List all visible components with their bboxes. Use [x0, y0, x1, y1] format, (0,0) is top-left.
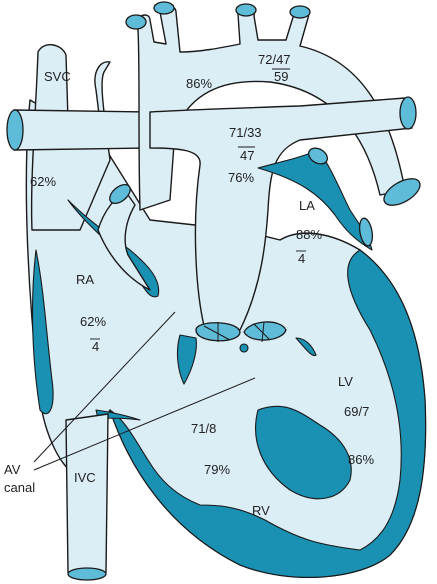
left-pulmonary-cap	[399, 96, 417, 130]
lv-label: LV	[338, 374, 353, 389]
descending-aorta-cap	[383, 178, 421, 206]
aortic-branch-4-cap	[289, 5, 311, 19]
rv-saturation: 79%	[204, 462, 230, 477]
av-pointer-2	[33, 377, 256, 471]
valve-node	[239, 343, 249, 353]
pulmonary-vein-cap-2	[358, 217, 374, 247]
aorta-mean-pressure: 59	[274, 69, 288, 84]
av-canal-label-line2: canal	[4, 480, 35, 495]
lv-saturation: 86%	[348, 452, 374, 467]
svc-saturation: 62%	[30, 174, 56, 189]
la-saturation: 88%	[296, 227, 322, 242]
ivc-label: IVC	[74, 470, 96, 485]
ra-wall	[31, 249, 54, 415]
aortic-branch-1-cap	[125, 14, 147, 30]
pa-saturation: 76%	[228, 170, 254, 185]
ra-label: RA	[76, 272, 94, 287]
inferior-vena-cava	[65, 413, 109, 581]
right-pulmonary-cap	[6, 109, 24, 151]
ventricular-outer-wall	[109, 249, 427, 578]
lv-pressure: 69/7	[344, 404, 369, 419]
ivc-cap	[67, 567, 107, 581]
la-mean-pressure: 4	[298, 251, 305, 266]
pulmonary-vein-cap	[308, 147, 328, 165]
aortic-branch-3-cap	[235, 3, 257, 17]
ra-appendage-cap	[109, 183, 131, 205]
aortic-branch-2-cap	[153, 1, 175, 15]
pa-pressure: 71/33	[229, 125, 262, 140]
rv-pressure: 71/8	[191, 421, 216, 436]
av-canal-label-line1: AV	[4, 462, 21, 477]
av-pointer-1	[33, 311, 176, 463]
rv-label: RV	[252, 503, 270, 518]
right-pulmonary-branch	[13, 109, 151, 151]
aorta-pressure: 72/47	[258, 52, 291, 67]
aorta-saturation: 86%	[186, 76, 212, 91]
la-label: LA	[299, 198, 315, 213]
av-leaflet-left	[176, 334, 197, 385]
svc-label: SVC	[44, 69, 71, 84]
ra-saturation: 62%	[80, 314, 106, 329]
av-leaflet-right	[295, 337, 317, 357]
interventricular-septum	[255, 405, 352, 500]
pulmonary-artery-trunk	[149, 97, 413, 331]
valve-cusp-lines	[203, 321, 271, 343]
ra-mean-pressure: 4	[92, 339, 99, 354]
pa-mean-pressure: 47	[240, 148, 254, 163]
